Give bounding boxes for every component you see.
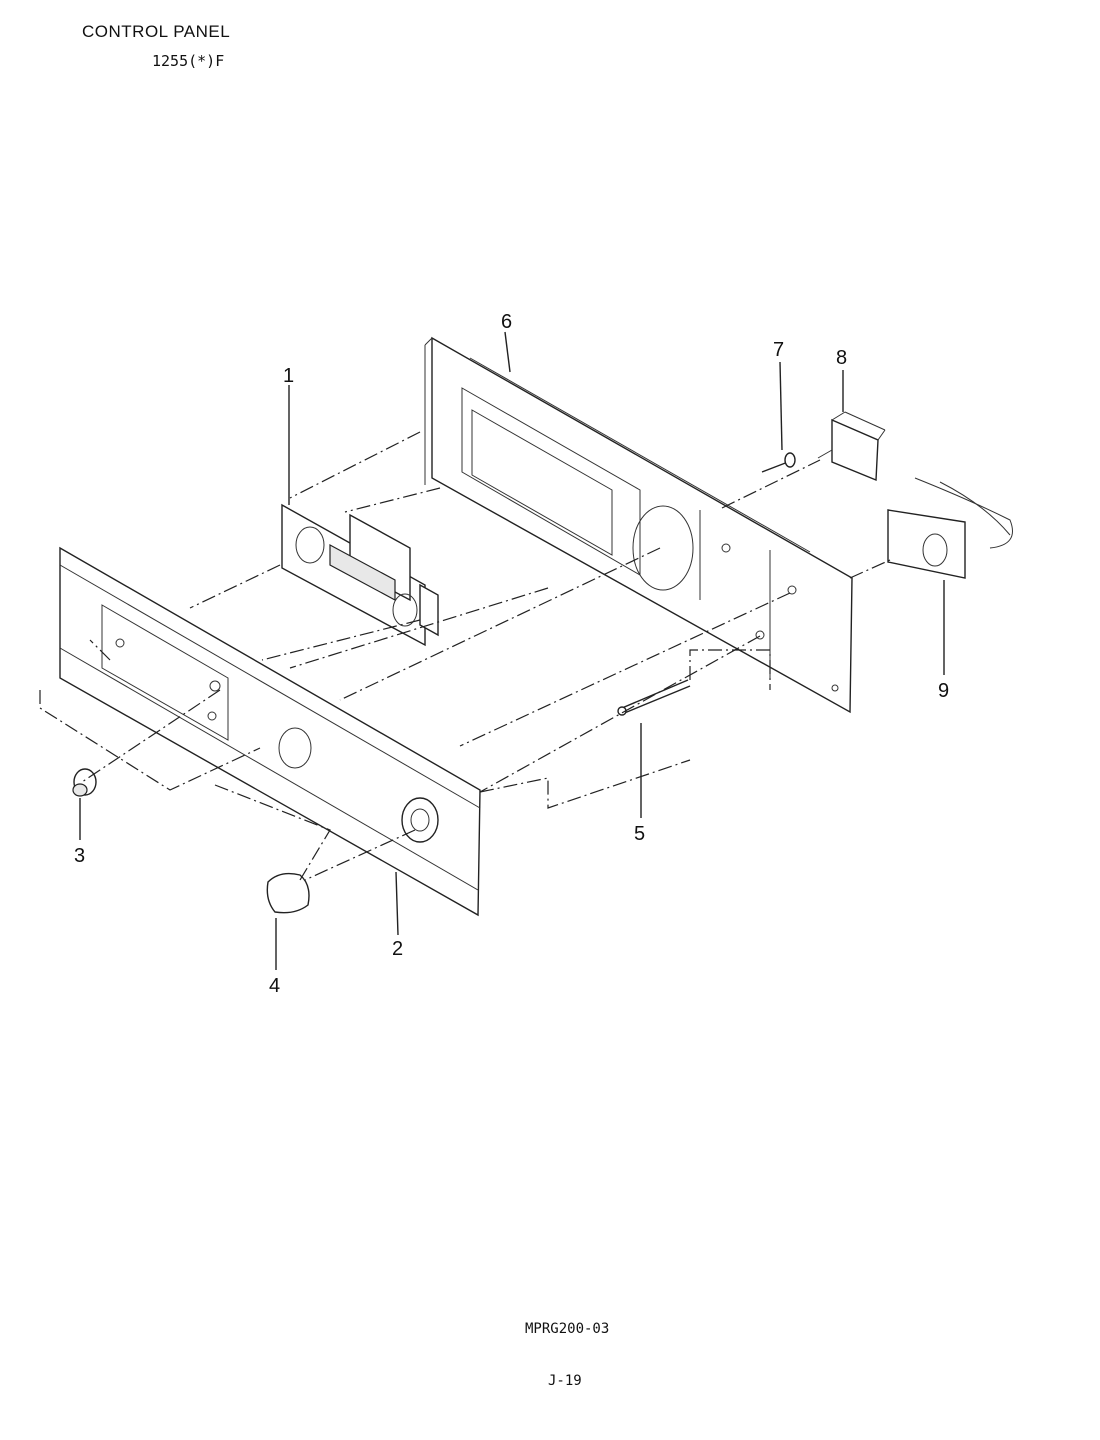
front-control-panel	[59, 546, 481, 917]
callout-5: 5	[634, 823, 645, 845]
model-number: 1255(*)F	[152, 52, 225, 70]
document-id: MPRG200-03	[525, 1321, 610, 1337]
extension-shaft	[617, 679, 691, 716]
callout-3: 3	[74, 845, 85, 867]
page-number: J-19	[548, 1373, 582, 1389]
small-knob	[72, 768, 97, 797]
callout-1: 1	[283, 365, 294, 387]
large-knob	[266, 872, 310, 914]
callout-7: 7	[773, 339, 784, 361]
callout-6: 6	[501, 311, 512, 333]
callout-labels: 1 2 3 4 5 6 7 8 9	[74, 311, 949, 997]
page-title: CONTROL PANEL	[82, 22, 231, 41]
callout-8: 8	[836, 347, 847, 369]
clock-timer-module	[281, 503, 439, 647]
callout-4: 4	[269, 975, 280, 997]
rear-panel-bracket	[424, 336, 853, 714]
callout-9: 9	[938, 680, 949, 702]
callout-2: 2	[392, 938, 403, 960]
mounting-screw	[761, 452, 796, 473]
switch-assembly	[887, 477, 1013, 579]
leader-lines	[79, 331, 945, 970]
assembly-lines	[39, 431, 891, 881]
relay	[817, 411, 886, 482]
